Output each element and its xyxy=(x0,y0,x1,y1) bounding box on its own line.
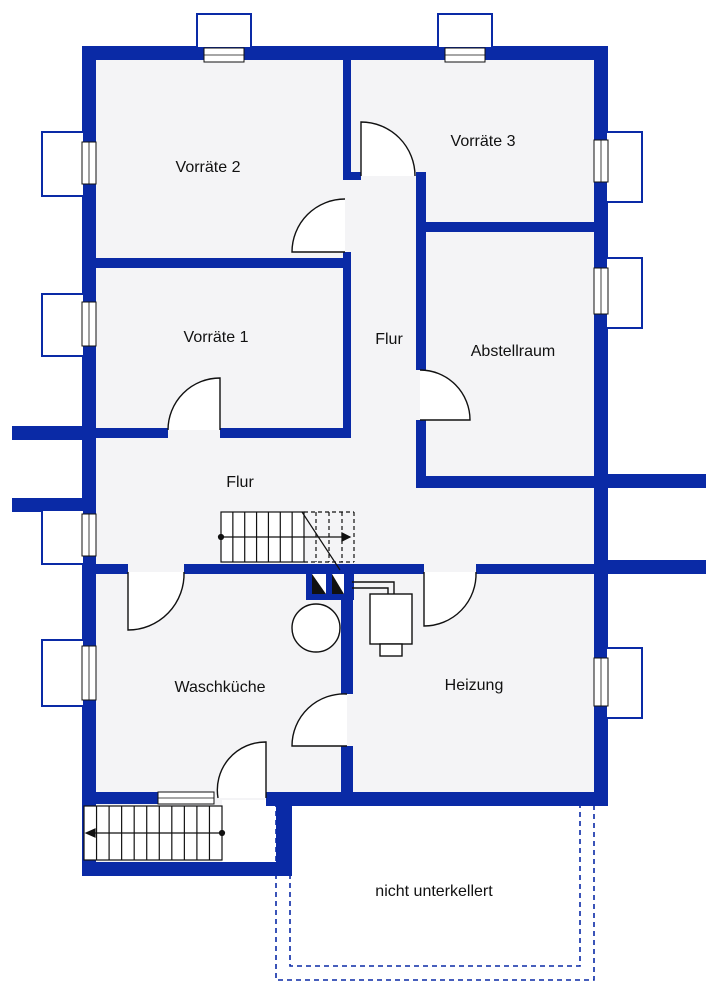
wall-stub-left-1 xyxy=(12,426,96,440)
label-flur-lower: Flur xyxy=(226,474,254,491)
window-right-3-frame xyxy=(605,647,643,719)
window-left-1-frame xyxy=(41,131,85,197)
entry-landing xyxy=(222,800,276,862)
wall-wasch-heizung-lower xyxy=(341,746,353,798)
window-glazing-lines xyxy=(88,54,602,799)
door-entry xyxy=(216,741,267,799)
wall-outer-right xyxy=(594,46,608,806)
main-staircase xyxy=(217,511,355,571)
wall-outer-bottom xyxy=(266,792,608,806)
door-waschkueche-corridor xyxy=(127,571,185,631)
label-vorraete1: Vorräte 1 xyxy=(184,329,249,346)
window-top-left-frame xyxy=(196,13,252,49)
wall-entry-bottom xyxy=(82,862,292,876)
label-flur-upper: Flur xyxy=(375,331,403,348)
door-vorraete2 xyxy=(291,198,346,253)
label-abstellraum: Abstellraum xyxy=(471,343,555,360)
wall-stub-right-2 xyxy=(600,560,706,574)
boiler-base xyxy=(379,643,403,657)
label-vorraete3: Vorräte 3 xyxy=(451,133,516,150)
wall-v3-bottom-right xyxy=(416,222,600,232)
wall-v3-bottom-left xyxy=(343,172,361,180)
door-wasch-heizung xyxy=(291,693,348,747)
wall-abstell-bottom xyxy=(416,476,600,488)
label-nicht-unterkellert: nicht unterkellert xyxy=(375,883,493,900)
boiler xyxy=(369,593,413,645)
window-right-2-frame xyxy=(605,257,643,329)
door-abstellraum xyxy=(419,369,471,421)
entry-staircase xyxy=(83,805,226,861)
wall-v2-bottom xyxy=(90,258,351,268)
wall-entry-top-left xyxy=(82,792,158,804)
wall-corridor-bottom-1 xyxy=(90,564,128,574)
window-right-1-frame xyxy=(605,131,643,203)
room-labels: Vorräte 2 Vorräte 3 Vorräte 1 Flur Abste… xyxy=(175,133,556,900)
water-tank xyxy=(291,603,341,653)
chimney-flues xyxy=(312,574,344,594)
label-waschkueche: Waschküche xyxy=(175,679,266,696)
wall-v3-left-lower xyxy=(416,172,426,232)
wall-corridor-bottom-2 xyxy=(184,564,424,574)
wall-stub-left-2 xyxy=(12,498,96,512)
wall-abstell-left-lower xyxy=(416,420,426,488)
fixtures xyxy=(291,581,413,657)
wall-stub-right-1 xyxy=(600,474,706,488)
door-vorraete3 xyxy=(360,121,416,177)
wall-v2-v3-divider xyxy=(343,56,351,180)
wall-v1-bottom-left xyxy=(90,428,168,438)
window-left-3-frame xyxy=(41,509,85,565)
window-top-right-frame xyxy=(437,13,493,49)
door-heizung-corridor xyxy=(423,571,477,627)
window-left-4-frame xyxy=(41,639,85,707)
window-left-2-frame xyxy=(41,293,85,357)
flue-pipe xyxy=(352,581,395,594)
door-vorraete1 xyxy=(167,377,221,431)
wall-corridor-bottom-3 xyxy=(476,564,600,574)
doors xyxy=(127,121,477,799)
unexcavated-area xyxy=(275,802,595,981)
wall-entry-right xyxy=(276,792,292,876)
wall-abstell-left-upper xyxy=(416,222,426,370)
wall-v2-flur-divider xyxy=(343,252,351,438)
label-vorraete2: Vorräte 2 xyxy=(176,159,241,176)
label-heizung: Heizung xyxy=(445,677,504,694)
wall-v1-bottom-right xyxy=(220,428,351,438)
